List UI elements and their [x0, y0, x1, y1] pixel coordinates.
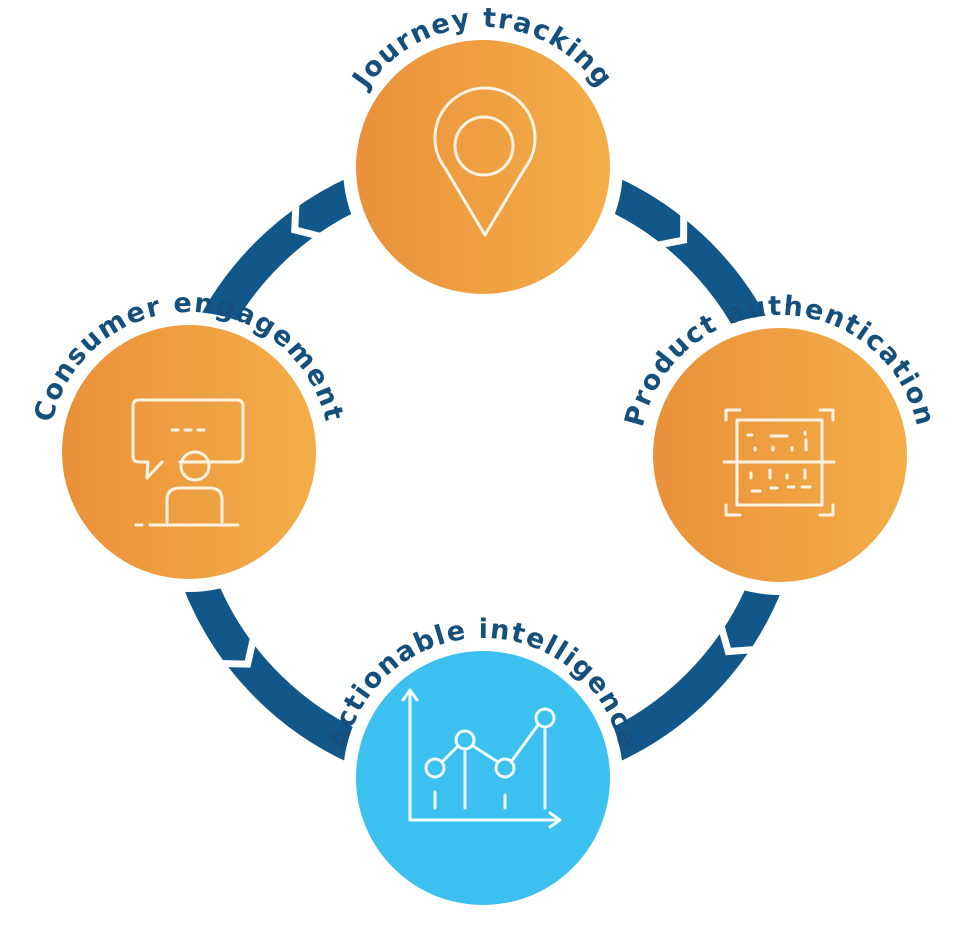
line-chart-icon — [401, 688, 562, 829]
chat-person-icon — [131, 398, 245, 527]
stage-circle — [356, 40, 610, 294]
stage-product-authentication: Product authentication — [619, 291, 939, 582]
chevron-arrow-icon — [219, 635, 258, 668]
chevron-arrow-icon — [717, 623, 757, 656]
chevron-arrow-icon — [655, 211, 688, 250]
stage-circle — [356, 651, 610, 905]
stage-circle — [653, 328, 907, 582]
flow-arrows — [219, 201, 757, 668]
stage-actionable-intelligence: Actionable intelligence — [322, 614, 642, 905]
map-pin-icon — [433, 86, 537, 237]
scan-code-icon — [722, 408, 836, 517]
chevron-arrow-icon — [291, 201, 324, 241]
